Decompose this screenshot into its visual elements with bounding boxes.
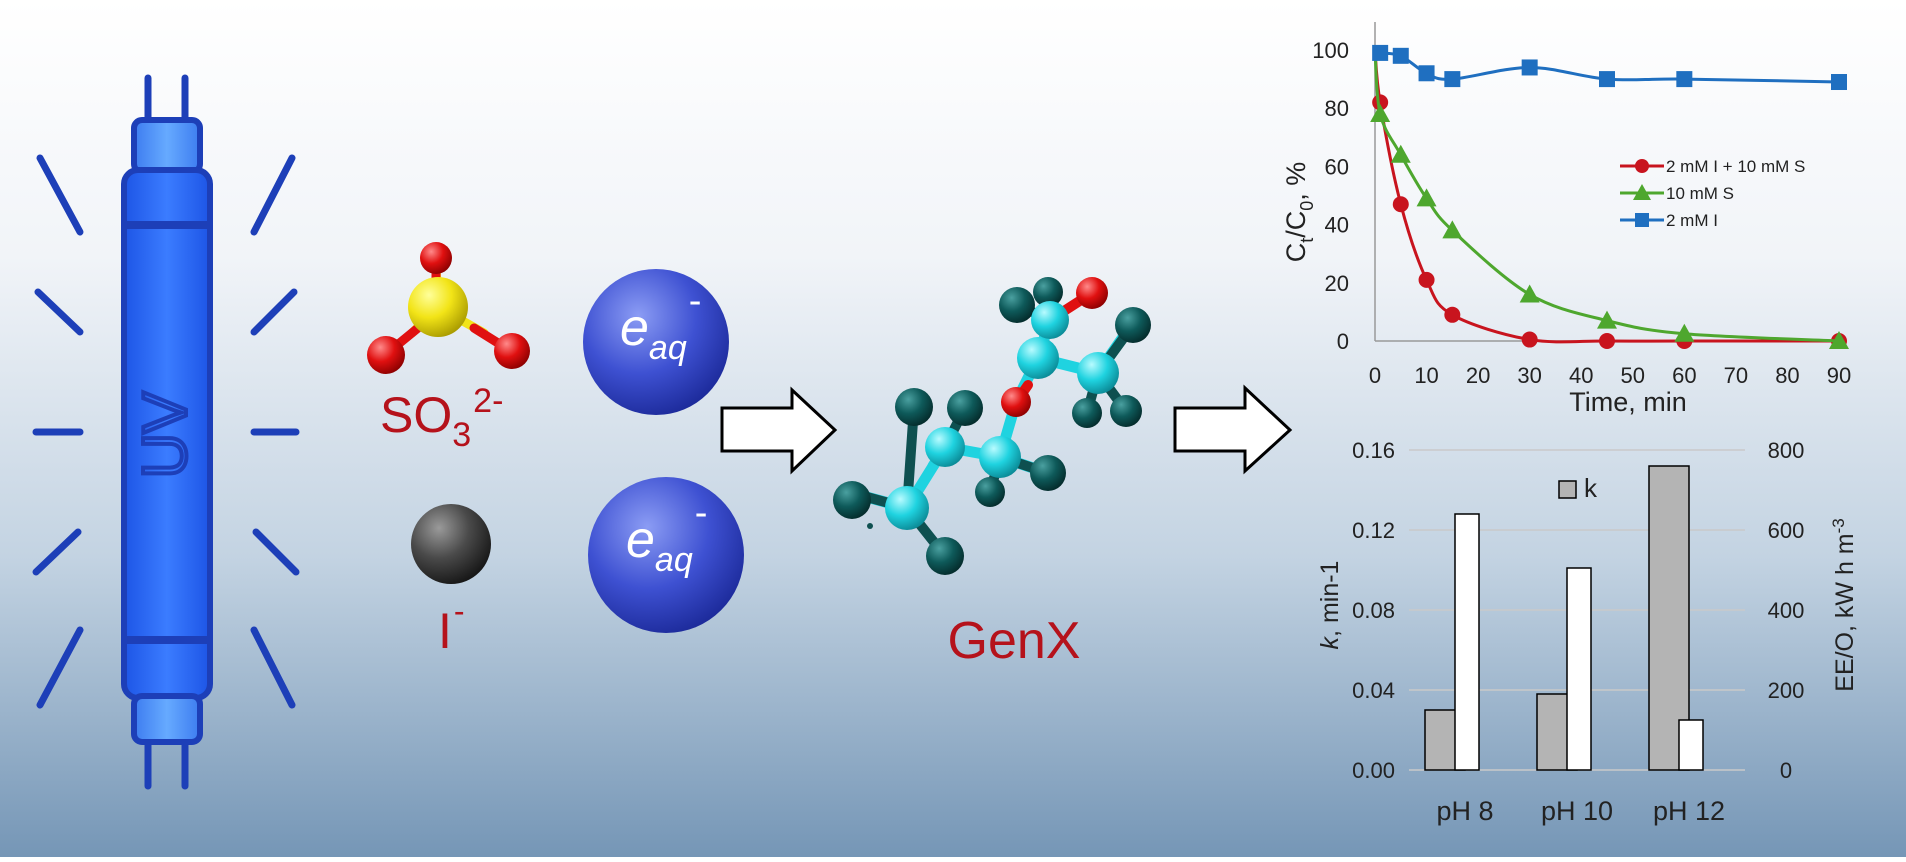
legend-marker bbox=[1635, 159, 1649, 173]
data-point bbox=[1416, 188, 1437, 207]
hydrated-electron-2: eaq- bbox=[588, 477, 744, 633]
bar-chart-category-label: pH 12 bbox=[1653, 796, 1725, 826]
data-point bbox=[1831, 74, 1847, 91]
data-point bbox=[1442, 220, 1463, 239]
line-chart-y-tick-label: 40 bbox=[1325, 213, 1349, 238]
data-point bbox=[1372, 44, 1389, 61]
svg-text:eaq-: eaq- bbox=[620, 280, 701, 367]
data-point bbox=[1418, 65, 1435, 82]
bar-eeo bbox=[1566, 567, 1592, 771]
uv-label: UV bbox=[131, 391, 200, 478]
line-chart-x-tick-label: 60 bbox=[1672, 363, 1696, 388]
rate-constant-bar-chart: 0.00 0.04 0.08 0.12 0.16 0 200 400 600 800 pH 8 pH … bbox=[1316, 438, 1859, 826]
bar-chart-y2-tick-label: 200 bbox=[1768, 678, 1805, 703]
result-arrow bbox=[1173, 384, 1293, 475]
legend-marker bbox=[1633, 184, 1651, 200]
line-chart-legend: 2 mM I + 10 mM S 10 mM S 2 mM I bbox=[1620, 157, 1805, 230]
bar-eeo bbox=[1454, 513, 1480, 771]
bar-chart-category-label: pH 10 bbox=[1541, 796, 1613, 826]
line-chart-x-tick-label: 20 bbox=[1466, 363, 1490, 388]
bar-chart-y-tick-label: 0.12 bbox=[1352, 518, 1395, 543]
bar-chart-y-tick-label: 0.00 bbox=[1352, 758, 1395, 783]
line-chart-axes bbox=[1374, 22, 1845, 342]
bar-chart-y2-tick-label: 600 bbox=[1768, 518, 1805, 543]
genx-label: GenX bbox=[948, 612, 1081, 670]
data-point bbox=[1676, 71, 1693, 88]
line-chart-ylabel: Ct/C0, % bbox=[1281, 162, 1317, 263]
bar-chart-y2label: EE/O, kW h m-3 bbox=[1829, 518, 1859, 691]
bar-chart-y-tick-label: 0.16 bbox=[1352, 438, 1395, 463]
degradation-line-chart: 0 10 20 30 40 50 60 70 80 90 0 20 40 60 80 100 2 mM I +… bbox=[1281, 22, 1851, 417]
line-chart-y-tick-label: 20 bbox=[1325, 271, 1349, 296]
data-point bbox=[1372, 94, 1389, 111]
legend-swatch-k bbox=[1558, 480, 1577, 499]
line-chart-xlabel: Time, min bbox=[1569, 387, 1687, 417]
hydrated-electron-1: eaq- bbox=[583, 269, 729, 415]
bar-chart-y2-tick-label: 0 bbox=[1780, 758, 1792, 783]
data-point bbox=[1674, 323, 1695, 342]
lamp-bottom-cap bbox=[131, 693, 203, 745]
bar-chart-y2-tick-label: 400 bbox=[1768, 598, 1805, 623]
bar-chart-legend: k bbox=[1558, 473, 1598, 503]
bar-chart-labels: 0.00 0.04 0.08 0.12 0.16 0 200 400 600 800 pH 8 pH … bbox=[1352, 438, 1804, 826]
line-chart-series bbox=[1370, 44, 1849, 349]
data-point bbox=[1392, 196, 1409, 213]
iodide-label: I- bbox=[438, 593, 465, 659]
line-chart-x-tick-label: 90 bbox=[1827, 363, 1851, 388]
genx-molecule bbox=[833, 277, 1151, 575]
sulfite-molecule bbox=[367, 242, 530, 374]
legend-label: 2 mM I + 10 mM S bbox=[1666, 157, 1805, 176]
data-point bbox=[1444, 71, 1461, 88]
line-chart-y-tick-label: 80 bbox=[1325, 96, 1349, 121]
uv-lamp: UV bbox=[32, 74, 300, 790]
series-line bbox=[1373, 49, 1840, 343]
data-point bbox=[1599, 333, 1615, 349]
bar-chart-bars bbox=[1424, 465, 1704, 771]
bar-chart-category-label: pH 8 bbox=[1436, 796, 1493, 826]
line-chart-labels: 0 10 20 30 40 50 60 70 80 90 0 20 40 60 80 100 bbox=[1312, 38, 1851, 388]
line-chart-x-tick-label: 80 bbox=[1775, 363, 1799, 388]
data-point bbox=[1444, 306, 1461, 323]
bar-chart-y2-tick-label: 800 bbox=[1768, 438, 1805, 463]
iodide-atom bbox=[411, 504, 491, 584]
line-chart-x-tick-label: 0 bbox=[1369, 363, 1381, 388]
lamp-top-cap bbox=[131, 117, 203, 175]
legend-label: 10 mM S bbox=[1666, 184, 1734, 203]
line-chart-x-tick-label: 70 bbox=[1724, 363, 1748, 388]
legend-label: 2 mM I bbox=[1666, 211, 1718, 230]
reaction-arrow bbox=[720, 386, 838, 475]
line-chart-x-tick-label: 10 bbox=[1414, 363, 1438, 388]
data-point bbox=[1521, 331, 1538, 348]
data-point bbox=[1521, 59, 1538, 76]
line-chart-x-tick-label: 40 bbox=[1569, 363, 1593, 388]
data-point bbox=[1390, 144, 1411, 163]
line-chart-y-tick-label: 60 bbox=[1325, 154, 1349, 179]
series-line bbox=[1373, 49, 1839, 344]
data-point bbox=[1392, 47, 1409, 64]
sulfite-label: SO32- bbox=[380, 382, 503, 454]
data-point bbox=[1519, 284, 1540, 303]
legend-label-k: k bbox=[1584, 473, 1598, 503]
bar-chart-y-tick-label: 0.08 bbox=[1352, 598, 1395, 623]
legend-marker bbox=[1635, 213, 1649, 227]
data-point bbox=[1597, 310, 1617, 329]
bar-eeo bbox=[1678, 719, 1704, 771]
data-point bbox=[1599, 71, 1615, 88]
lamp-pins bbox=[144, 74, 189, 790]
line-chart-y-tick-label: 100 bbox=[1312, 38, 1349, 63]
line-chart-x-tick-label: 50 bbox=[1621, 363, 1645, 388]
line-chart-x-tick-label: 30 bbox=[1517, 363, 1541, 388]
data-point bbox=[1829, 331, 1849, 349]
light-rays bbox=[32, 154, 300, 709]
bar-chart-ylabel: k, min-1 bbox=[1316, 561, 1344, 650]
svg-text:eaq-: eaq- bbox=[626, 492, 707, 579]
data-point bbox=[1418, 271, 1435, 288]
data-point bbox=[1370, 104, 1391, 123]
line-chart-y-tick-label: 0 bbox=[1337, 329, 1349, 354]
bar-chart-y-tick-label: 0.04 bbox=[1352, 678, 1395, 703]
